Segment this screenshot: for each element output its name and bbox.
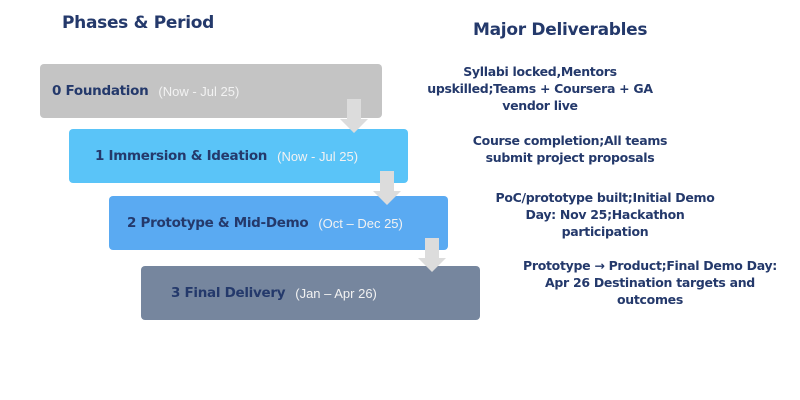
phases-heading: Phases & Period <box>62 13 215 33</box>
deliverable-immersion: Course completion;All teams submit proje… <box>472 133 668 165</box>
deliverable-prototype: PoC/prototype built;Initial Demo Day: No… <box>495 190 715 239</box>
phase-immersion-ideation: 1 Immersion & Ideation (Now - Jul 25) <box>69 129 408 183</box>
phase-period: (Now - Jul 25) <box>277 148 359 164</box>
phase-final-delivery: 3 Final Delivery (Jan – Apr 26) <box>141 266 480 320</box>
phase-period: (Oct – Dec 25) <box>318 215 403 231</box>
arrow-down-icon <box>418 238 446 272</box>
phase-name: 0 Foundation <box>52 83 149 99</box>
deliverable-final: Prototype → Product;Final Demo Day: Apr … <box>522 258 778 307</box>
phase-name: 2 Prototype & Mid-Demo <box>127 215 309 231</box>
deliverables-heading: Major Deliverables <box>473 20 648 40</box>
phase-name: 1 Immersion & Ideation <box>95 148 268 164</box>
deliverable-foundation: Syllabi locked,Mentors upskilled;Teams +… <box>427 64 653 113</box>
arrow-down-icon <box>373 171 401 205</box>
phase-name: 3 Final Delivery <box>171 285 286 301</box>
phase-foundation: 0 Foundation (Now - Jul 25) <box>40 64 382 118</box>
phase-period: (Jan – Apr 26) <box>295 285 377 301</box>
phase-period: (Now - Jul 25) <box>158 83 240 99</box>
phase-prototype-mid-demo: 2 Prototype & Mid-Demo (Oct – Dec 25) <box>109 196 448 250</box>
arrow-down-icon <box>340 99 368 133</box>
